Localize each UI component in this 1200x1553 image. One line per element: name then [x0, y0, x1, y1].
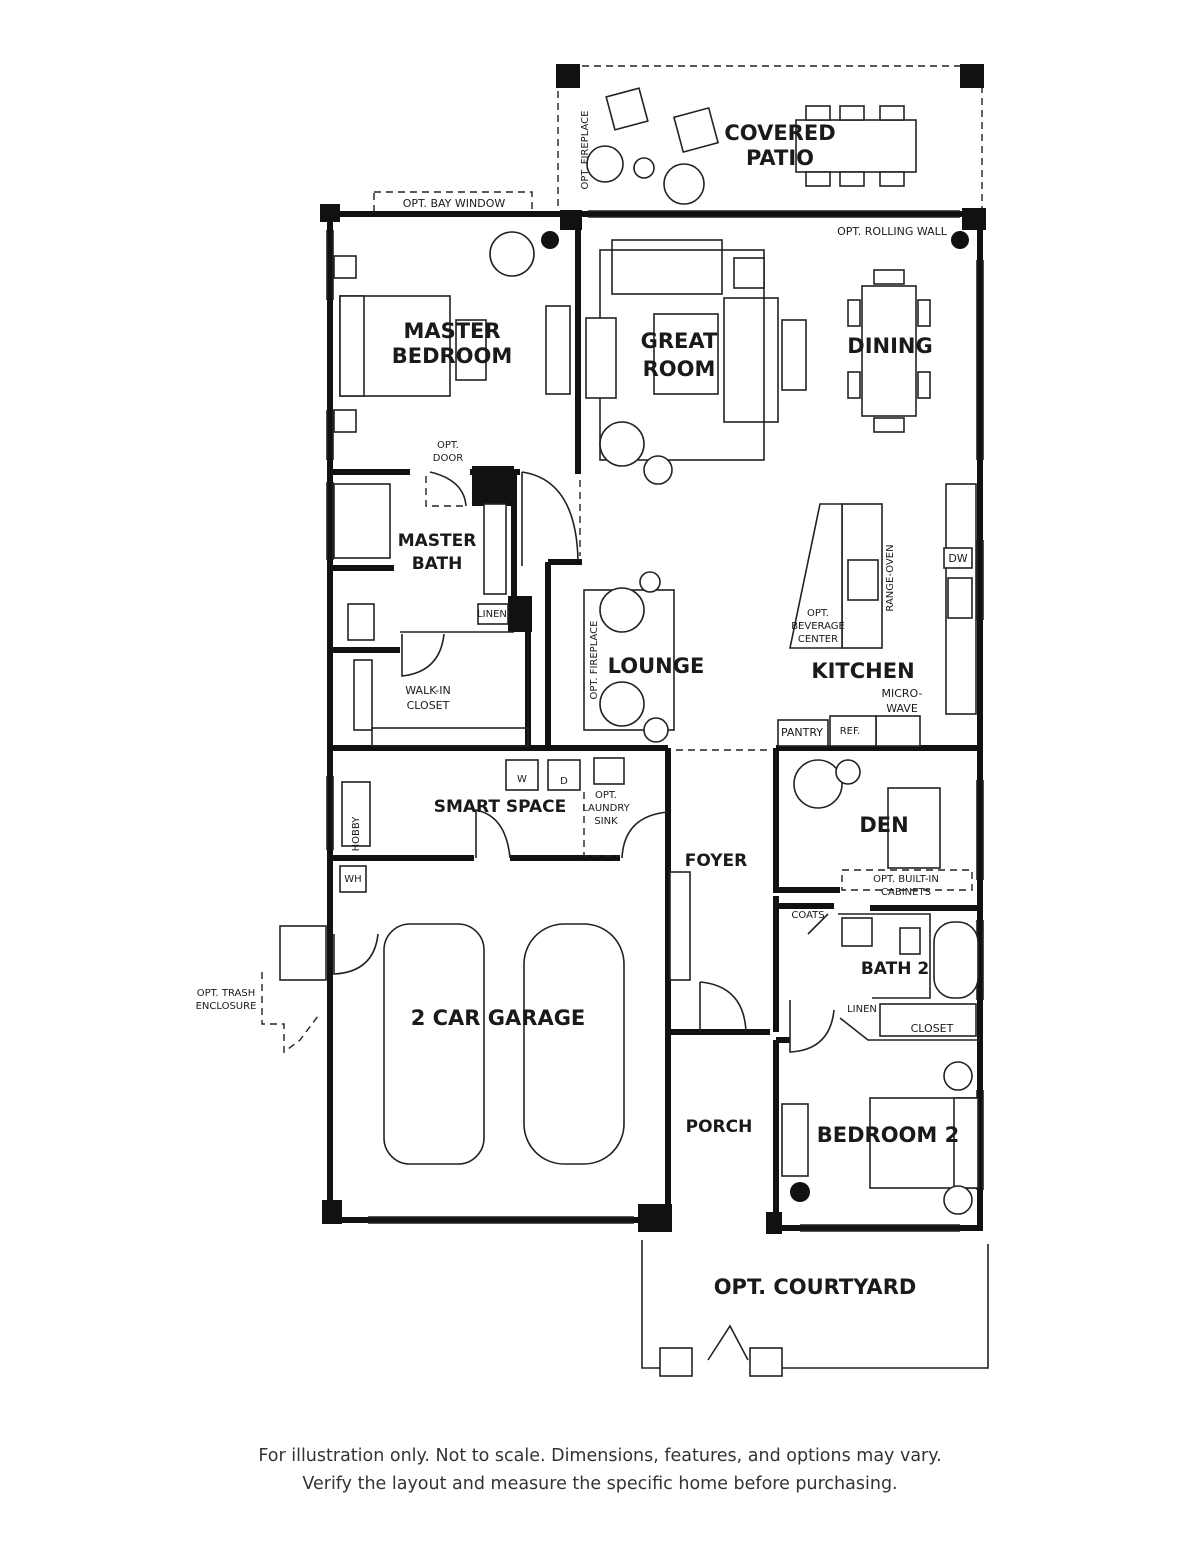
disclaimer: For illustration only. Not to scale. Dim…	[0, 1442, 1200, 1498]
smart-space-label: SMART SPACE	[434, 797, 567, 817]
master-bedroom-label: MASTER	[403, 319, 500, 343]
opt-trash-enclosure-callout-line2: ENCLOSURE	[196, 1001, 257, 1012]
dryer-callout: D	[560, 776, 568, 787]
master-bath-label-line2: BATH	[412, 554, 463, 574]
opt-built-in-cabinets-callout-line2: CABINETS	[881, 887, 931, 898]
walk-in-closet-label-line2: CLOSET	[407, 699, 450, 712]
closet-callout: CLOSET	[911, 1022, 954, 1035]
covered-patio-label: COVERED	[724, 121, 835, 145]
opt-beverage-center-callout-line2: BEVERAGE	[791, 621, 845, 632]
opt-door-callout-line2: DOOR	[433, 453, 463, 464]
bath-2-label: BATH 2	[861, 959, 929, 979]
opt-laundry-sink-callout: OPT.	[595, 790, 617, 801]
bedroom-2-label: BEDROOM 2	[817, 1123, 959, 1147]
interior-walls	[330, 220, 980, 1228]
lounge-label: LOUNGE	[608, 654, 705, 678]
disclaimer-line-1: For illustration only. Not to scale. Dim…	[258, 1446, 942, 1466]
furniture	[279, 87, 979, 1215]
opt-rolling-wall-callout: OPT. ROLLING WALL	[837, 225, 948, 238]
microwave-callout: MICRO-	[882, 687, 923, 700]
opt-fireplace-lounge-callout: OPT. FIREPLACE	[589, 621, 600, 700]
master-bath-label: MASTER	[398, 531, 477, 551]
porch-label: PORCH	[686, 1117, 753, 1137]
kitchen-label: KITCHEN	[811, 659, 914, 683]
doors	[261, 471, 835, 1054]
opt-courtyard-label: OPT. COURTYARD	[714, 1275, 917, 1299]
great-room-label: GREAT	[641, 329, 718, 353]
walk-in-closet-label: WALK-IN	[405, 684, 450, 697]
pantry-callout: PANTRY	[781, 726, 823, 739]
opt-trash-enclosure-callout: OPT. TRASH	[197, 988, 256, 999]
linen-master-callout: LINEN	[477, 609, 507, 620]
opt-built-in-cabinets-callout: OPT. BUILT-IN	[873, 874, 939, 885]
ref-callout: REF.	[840, 726, 861, 737]
coats-callout: COATS	[791, 910, 824, 921]
den-label: DEN	[859, 813, 908, 837]
floor-plan-diagram: COVERED PATIO MASTER BEDROOM GREAT ROOM …	[196, 64, 989, 1377]
opt-fireplace-patio-callout: OPT. FIREPLACE	[580, 111, 591, 190]
foyer-label: FOYER	[685, 851, 747, 871]
opt-beverage-center-callout: OPT.	[807, 608, 829, 619]
hobby-callout: HOBBY	[351, 816, 362, 852]
garage-label: 2 CAR GARAGE	[411, 1006, 586, 1030]
opt-door-callout: OPT.	[437, 440, 459, 451]
opt-beverage-center-callout-line3: CENTER	[798, 634, 838, 645]
opt-laundry-sink-callout-line2: LAUNDRY	[582, 803, 630, 814]
opt-bay-window-callout: OPT. BAY WINDOW	[403, 197, 506, 210]
opt-laundry-sink-callout-line3: SINK	[594, 816, 618, 827]
dw-callout: DW	[948, 552, 967, 565]
range-oven-callout: RANGE-OVEN	[885, 544, 896, 611]
great-room-label-line2: ROOM	[643, 357, 716, 381]
disclaimer-line-2: Verify the layout and measure the specif…	[302, 1474, 898, 1494]
courtyard-walls	[641, 1240, 989, 1377]
dining-label: DINING	[847, 334, 932, 358]
covered-patio-label-line2: PATIO	[746, 146, 814, 170]
linen-bath2-callout: LINEN	[847, 1004, 877, 1015]
wh-callout: WH	[344, 874, 361, 885]
washer-callout: W	[517, 774, 527, 785]
master-bedroom-label-line2: BEDROOM	[392, 344, 513, 368]
microwave-callout-line2: WAVE	[886, 702, 918, 715]
